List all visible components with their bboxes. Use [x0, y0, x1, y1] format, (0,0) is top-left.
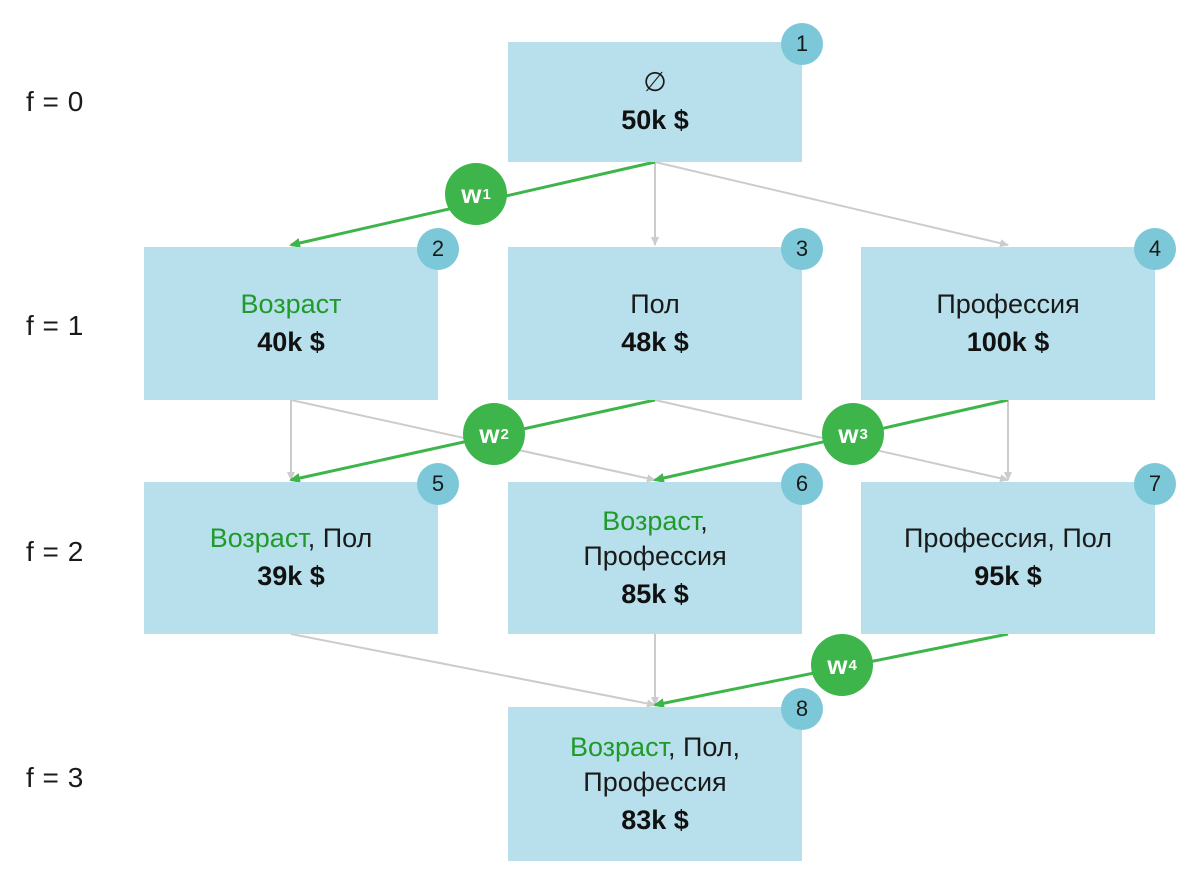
level-label-3: f = 3 [26, 762, 84, 793]
weight-subscript: 2 [500, 425, 509, 443]
node-label: Пол [630, 287, 680, 322]
node-3: Пол 48k $ [508, 247, 802, 400]
node-label: Возраст, Пол, Профессия [570, 730, 740, 800]
node-value: 50k $ [621, 105, 689, 136]
node-1: ∅ 50k $ [508, 42, 802, 162]
feature-text: ∅ [643, 67, 667, 98]
level-label-2: f = 2 [26, 536, 84, 567]
node-value: 95k $ [974, 561, 1042, 592]
node-label: Профессия [936, 287, 1079, 322]
edge-5-8 [290, 633, 656, 708]
node-value: 39k $ [257, 561, 325, 592]
feature-added-text: Возраст [569, 731, 668, 762]
node-value: 40k $ [257, 326, 325, 357]
node-label: ∅ [643, 65, 667, 100]
feature-text: Профессия [936, 288, 1080, 319]
feature-text: Профессия [583, 766, 727, 797]
node-value: 100k $ [966, 326, 1050, 357]
node-2: Возраст 40k $ [144, 247, 438, 400]
node-8: Возраст, Пол, Профессия 83k $ [508, 707, 802, 861]
node-number-badge: 3 [781, 228, 823, 270]
node-6: Возраст, Профессия 85k $ [508, 482, 802, 634]
node-label: Возраст, Профессия [583, 504, 726, 574]
weight-subscript: 3 [859, 425, 868, 443]
node-4: Профессия 100k $ [861, 247, 1155, 400]
node-number-badge: 6 [781, 463, 823, 505]
node-label: Возраст [241, 287, 342, 322]
feature-added-text: Возраст [209, 523, 308, 554]
feature-text: Пол [630, 288, 680, 319]
weight-subscript: 1 [482, 185, 491, 203]
node-7: Профессия, Пол 95k $ [861, 482, 1155, 634]
node-5: Возраст, Пол 39k $ [144, 482, 438, 634]
weight-symbol: w [461, 178, 482, 209]
node-number-badge: 2 [417, 228, 459, 270]
node-number-badge: 7 [1134, 463, 1176, 505]
feature-text: Профессия [583, 540, 727, 571]
weight-symbol: w [479, 418, 500, 449]
node-label: Возраст, Пол [210, 521, 373, 556]
feature-text: , Пол [307, 523, 373, 554]
node-value: 85k $ [621, 578, 689, 609]
level-label-1: f = 1 [26, 310, 84, 341]
feature-added-text: Возраст [602, 505, 701, 536]
weight-symbol: w [838, 418, 859, 449]
node-number-badge: 8 [781, 688, 823, 730]
node-label: Профессия, Пол [904, 521, 1112, 556]
node-number-badge: 5 [417, 463, 459, 505]
feature-text: Профессия, Пол [904, 523, 1112, 554]
node-number-badge: 1 [781, 23, 823, 65]
weight-subscript: 4 [848, 656, 857, 674]
weight-symbol: w [827, 649, 848, 680]
feature-text: , Пол, [667, 731, 741, 762]
level-label-0: f = 0 [26, 86, 84, 117]
edge-1-4 [654, 161, 1009, 248]
feature-added-text: Возраст [240, 288, 342, 319]
node-value: 83k $ [621, 804, 689, 835]
node-number-badge: 4 [1134, 228, 1176, 270]
node-value: 48k $ [621, 326, 689, 357]
feature-text: , [700, 505, 708, 536]
